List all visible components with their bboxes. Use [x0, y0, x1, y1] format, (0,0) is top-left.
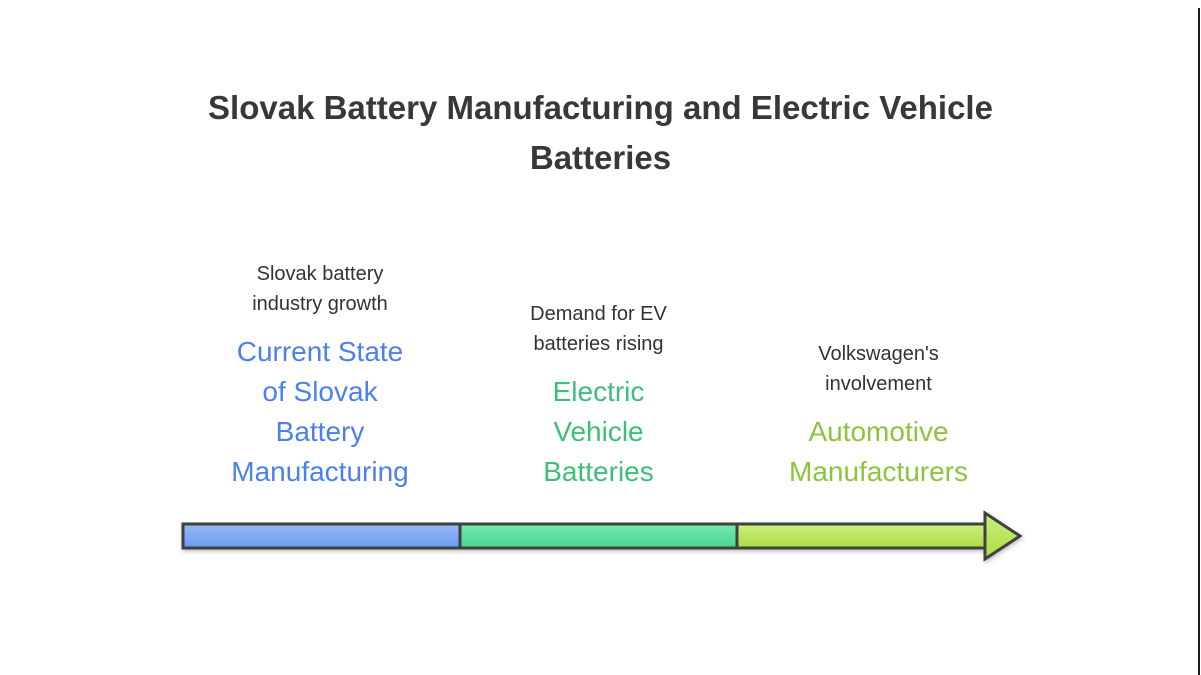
- section-note: Demand for EV batteries rising: [530, 303, 667, 355]
- section-label: Electric Vehicle Batteries: [543, 376, 654, 487]
- arrow-segment-green: [458, 522, 739, 550]
- section-note: Volkswagen's involvement: [818, 343, 939, 395]
- section-slovak-battery-manufacturing: Slovak battery industry growth Current S…: [180, 200, 460, 492]
- diagram-title: Slovak Battery Manufacturing and Electri…: [208, 89, 993, 176]
- timeline-sections: Slovak battery industry growth Current S…: [180, 200, 1020, 492]
- section-note: Slovak battery industry growth: [252, 263, 388, 315]
- section-automotive-manufacturers: Volkswagen's involvement Automotive Manu…: [737, 200, 1020, 492]
- arrow-segment-lime: [735, 522, 987, 550]
- viewport-right-edge-line: [1198, 8, 1200, 675]
- section-label: Current State of Slovak Battery Manufact…: [231, 336, 409, 487]
- arrow-head-icon: [983, 510, 1023, 562]
- section-electric-vehicle-batteries: Demand for EV batteries rising Electric …: [460, 200, 737, 492]
- arrow-segment-blue: [181, 522, 462, 550]
- timeline-arrow: [181, 510, 1023, 562]
- section-label: Automotive Manufacturers: [789, 416, 968, 487]
